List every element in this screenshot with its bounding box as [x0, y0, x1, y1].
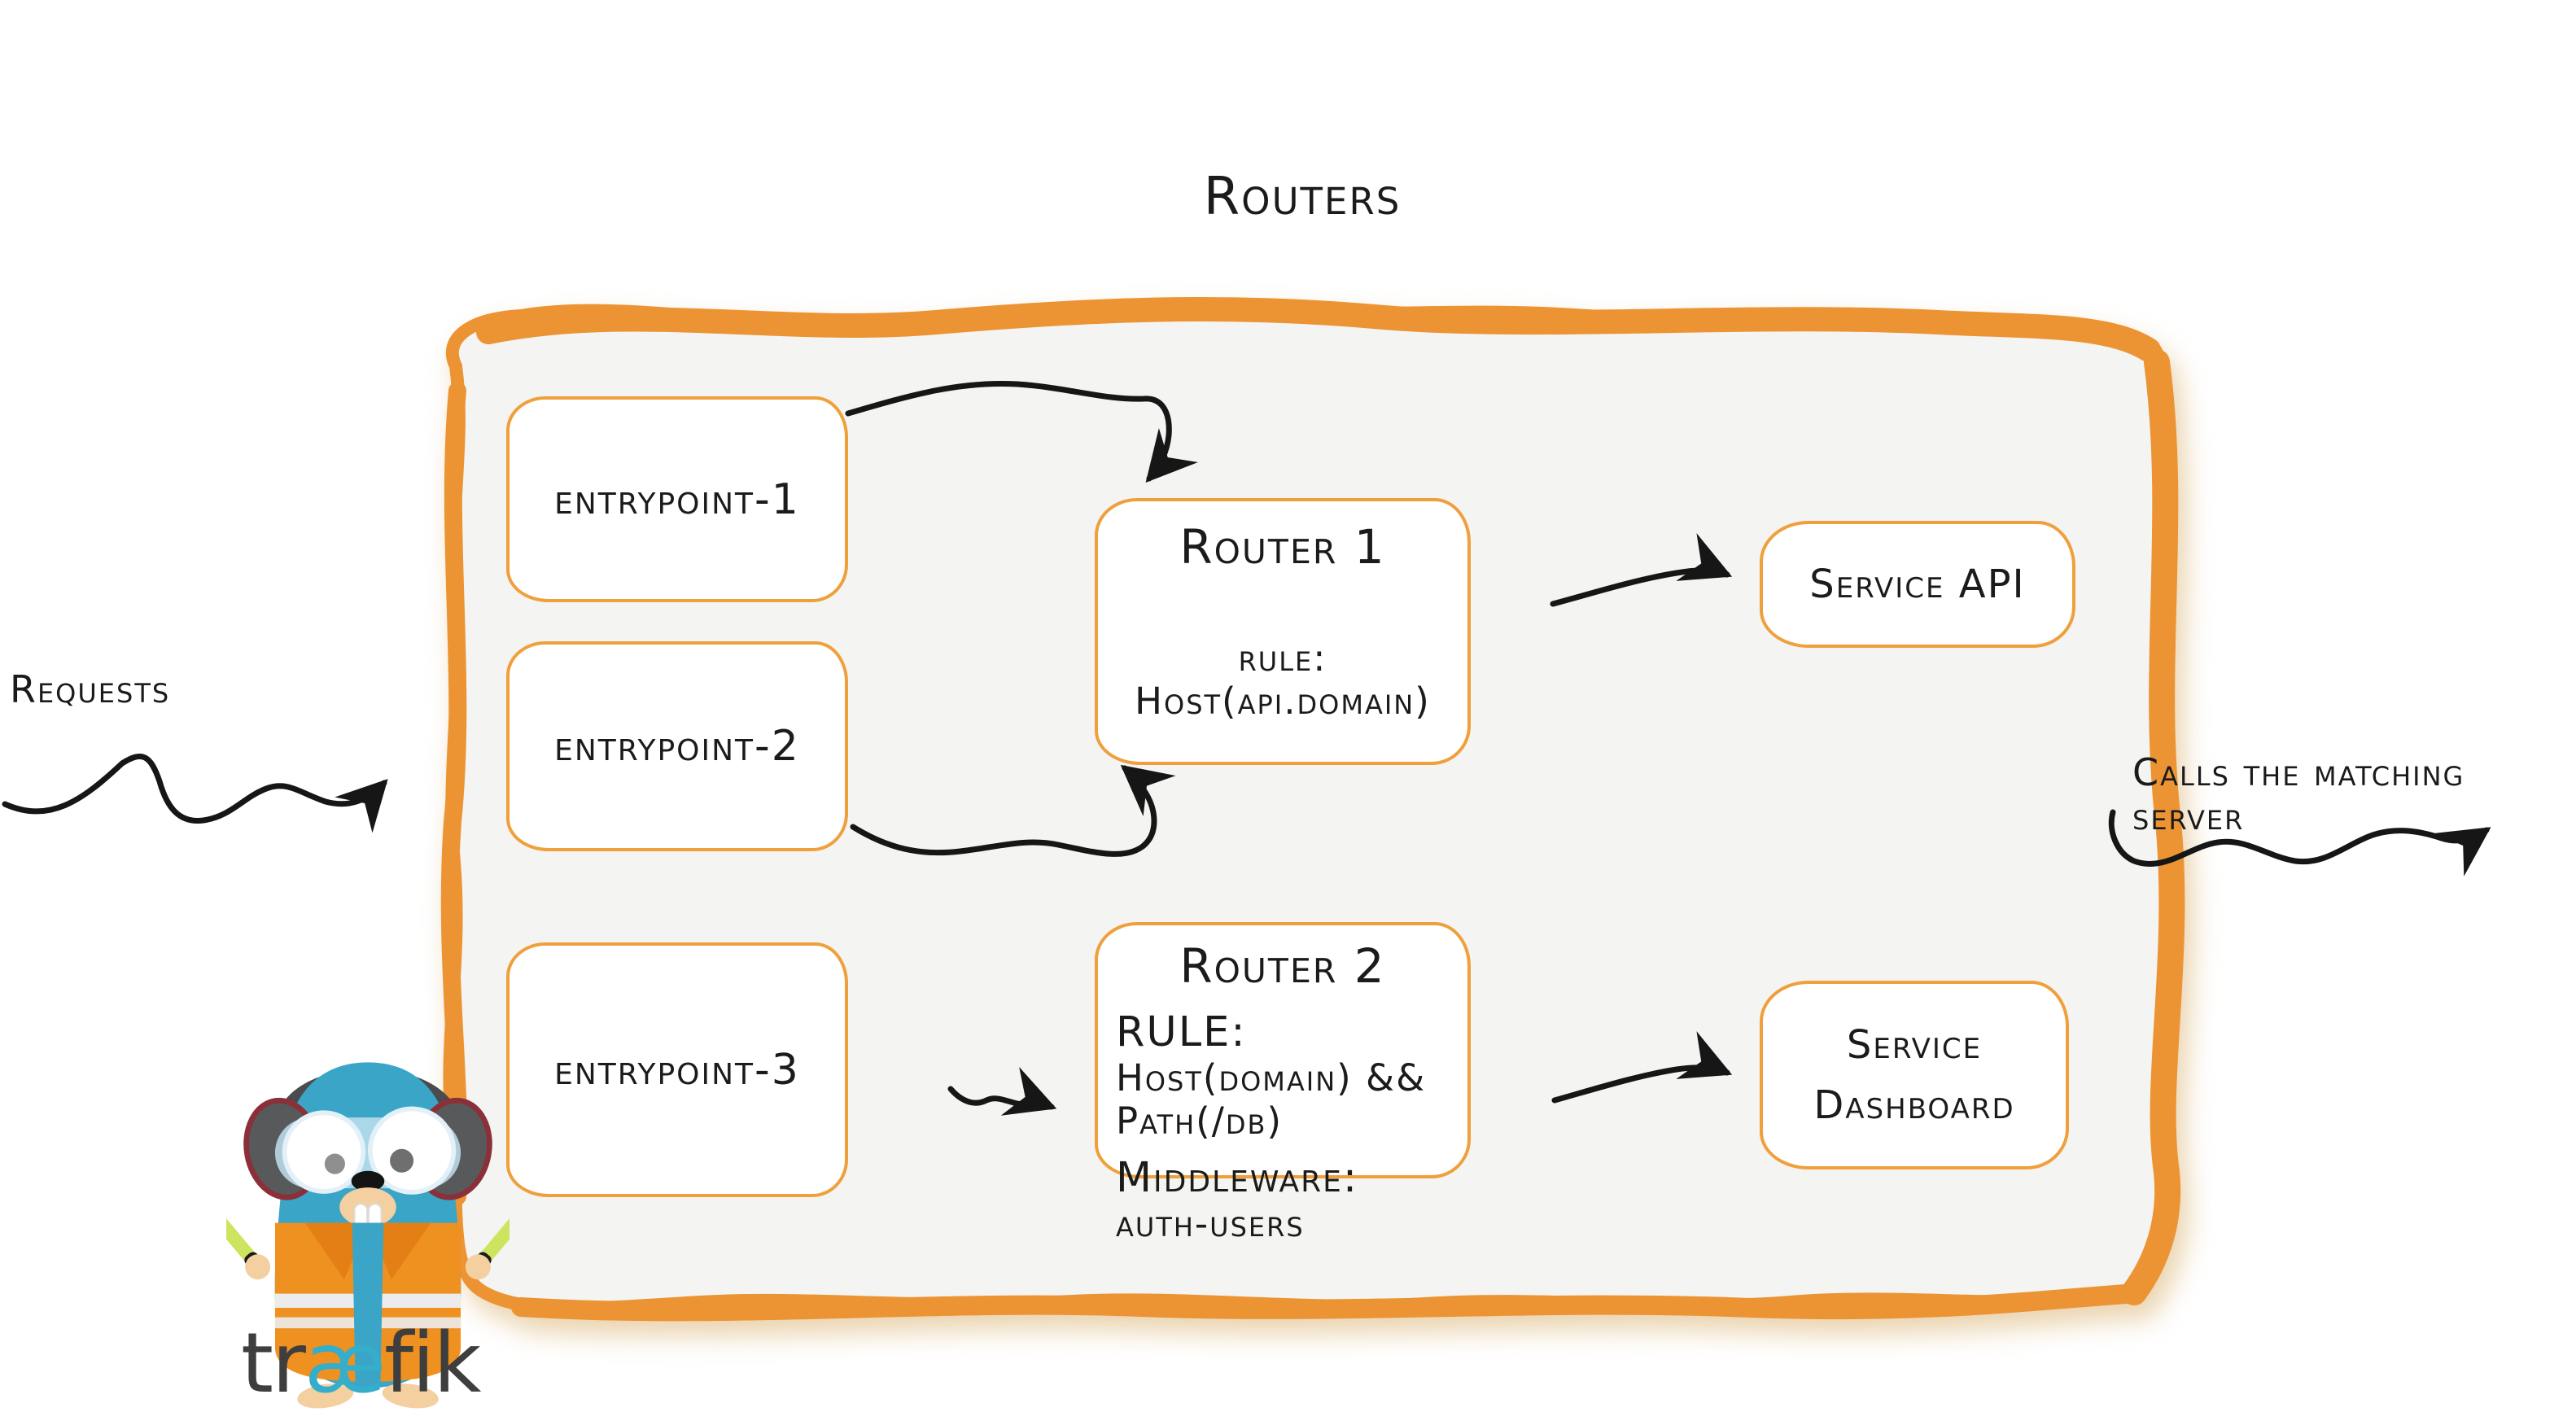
- wordmark-ae-ligature: æ: [304, 1315, 386, 1412]
- nose-icon: [351, 1170, 385, 1191]
- router-2-middleware-label: Middleware:: [1116, 1154, 1359, 1202]
- goggle-lens-left: [282, 1110, 366, 1194]
- router-2-middleware-value: auth-users: [1116, 1202, 1305, 1245]
- router-1-box: Router 1 rule: Host(api.domain): [1095, 498, 1471, 765]
- calls-label: Calls the matching server: [2132, 750, 2465, 838]
- hand-right: [465, 1254, 491, 1280]
- entrypoint-1-box: entrypoint-1: [506, 396, 848, 602]
- router-2-middleware: Middleware: auth-users: [1116, 1154, 1450, 1245]
- router-1-rule-label: rule:: [1238, 636, 1327, 680]
- requests-label: Requests: [10, 667, 171, 711]
- router-2-rule-label: RULE:: [1116, 1008, 1247, 1056]
- entrypoint-2-label: entrypoint-2: [554, 722, 800, 771]
- router-2-rule: RULE: Host(domain) && Path(/db): [1116, 1008, 1450, 1143]
- traefik-wordmark: træfik: [241, 1315, 481, 1412]
- service-dashboard-box: Service Dashboard: [1760, 981, 2069, 1169]
- pupil-right: [390, 1148, 414, 1173]
- vest-chest-gap: [352, 1222, 384, 1382]
- vest-lapel-right: [368, 1222, 431, 1280]
- router-2-title: Router 2: [1179, 938, 1386, 994]
- router-2-box: Router 2 RULE: Host(domain) && Path(/db)…: [1095, 922, 1471, 1245]
- vest-lapel-left: [304, 1222, 368, 1280]
- entrypoint-2-box: entrypoint-2: [506, 641, 848, 851]
- container-left-accent: [440, 382, 468, 1205]
- container-bottom-accent: [511, 1284, 2136, 1322]
- traefik-gopher-mascot: [226, 1062, 510, 1409]
- entrypoint-3-box: entrypoint-3: [506, 942, 848, 1197]
- service-api-label: Service API: [1809, 561, 2026, 607]
- wordmark-suffix: fik: [384, 1315, 481, 1412]
- hand-left: [245, 1254, 271, 1280]
- service-dashboard-label: Service Dashboard: [1813, 1021, 2015, 1128]
- router-1-rule-value: Host(api.domain): [1135, 680, 1431, 723]
- service-api-box: Service API: [1760, 521, 2075, 648]
- foot-right: [382, 1384, 439, 1409]
- router-1-title: Router 1: [1179, 519, 1386, 575]
- foot-left: [297, 1384, 354, 1409]
- router-2-rule-value: Host(domain) && Path(/db): [1116, 1056, 1427, 1143]
- goggle-lens-right: [368, 1106, 457, 1195]
- wordmark-prefix: tr: [241, 1315, 306, 1412]
- router-1-rule: rule: Host(api.domain): [1122, 636, 1443, 723]
- entrypoint-1-label: entrypoint-1: [554, 474, 800, 524]
- entrypoint-3-label: entrypoint-3: [554, 1045, 800, 1095]
- page-title: Routers: [1203, 167, 1402, 227]
- container-top-accent: [476, 297, 2161, 362]
- container-right-accent: [2121, 349, 2185, 1305]
- pupil-left: [324, 1153, 345, 1174]
